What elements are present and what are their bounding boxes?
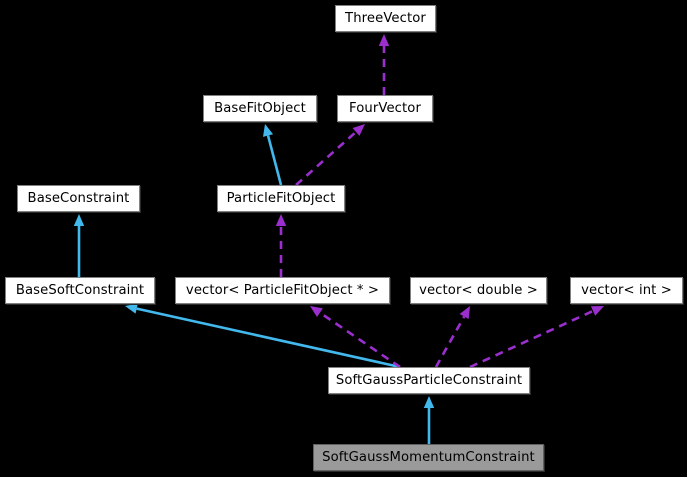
edge-arrowhead xyxy=(275,214,287,226)
class-node-label: BaseFitObject xyxy=(214,100,306,116)
edge-arrowhead xyxy=(378,34,390,46)
edge-line xyxy=(266,135,283,186)
class-node-label: BaseConstraint xyxy=(27,190,130,206)
class-node-vector-particlefitobject[interactable]: vector< ParticleFitObject * > xyxy=(175,277,390,304)
edge-fourvector-threevector xyxy=(378,34,390,95)
edge-arrowhead xyxy=(590,306,604,316)
class-node-label: vector< double > xyxy=(419,282,538,298)
edge-softgauss-vector-int xyxy=(469,306,604,369)
class-node-basefitobject[interactable]: BaseFitObject xyxy=(203,95,317,122)
edge-line xyxy=(319,311,401,369)
class-node-label: ParticleFitObject xyxy=(226,190,336,206)
edge-arrowhead xyxy=(352,124,365,136)
class-node-label: SoftGaussMomentumConstraint xyxy=(322,449,535,465)
edge-particlefitobject-basefitobject xyxy=(263,124,283,186)
edge-arrowhead xyxy=(459,306,470,320)
class-node-label: ThreeVector xyxy=(345,10,426,26)
edge-line xyxy=(469,309,594,369)
edge-softgaussmomentum-softgaussparticle xyxy=(423,396,435,444)
class-node-label: SoftGaussParticleConstraint xyxy=(335,372,523,388)
class-node-particlefitobject[interactable]: ParticleFitObject xyxy=(217,185,345,212)
class-node-basesoftconstraint[interactable]: BaseSoftConstraint xyxy=(5,277,155,304)
class-node-label: FourVector xyxy=(349,100,421,116)
class-node-vector-int[interactable]: vector< int > xyxy=(570,277,683,304)
class-node-softgaussmomentumconstraint[interactable]: SoftGaussMomentumConstraint xyxy=(313,444,544,471)
edge-arrowhead xyxy=(423,396,435,408)
class-node-baseconstraint[interactable]: BaseConstraint xyxy=(17,185,140,212)
class-node-softgaussparticleconstraint[interactable]: SoftGaussParticleConstraint xyxy=(328,367,530,394)
edge-arrowhead xyxy=(125,303,138,314)
edge-basesoftconstraint-baseconstraint xyxy=(73,214,85,277)
edge-line xyxy=(295,130,357,186)
edge-arrowhead xyxy=(310,306,323,318)
edge-arrowhead xyxy=(73,214,85,226)
edge-softgauss-vector-particlefitobject xyxy=(310,306,401,369)
edge-softgauss-basesoftconstraint xyxy=(125,303,401,369)
class-node-label: vector< int > xyxy=(581,282,672,298)
edge-softgauss-vector-double xyxy=(434,306,470,368)
edge-arrowhead xyxy=(263,124,274,137)
class-node-fourvector[interactable]: FourVector xyxy=(337,95,433,122)
edge-line xyxy=(136,307,401,369)
class-node-threevector[interactable]: ThreeVector xyxy=(335,5,436,32)
edge-vector-particlefitobject-particlefitobject xyxy=(275,214,287,277)
class-node-vector-double[interactable]: vector< double > xyxy=(410,277,547,304)
edge-line xyxy=(434,315,466,368)
class-node-label: BaseSoftConstraint xyxy=(15,282,145,298)
class-node-label: vector< ParticleFitObject * > xyxy=(185,282,380,298)
edge-particlefitobject-fourvector xyxy=(295,124,365,186)
